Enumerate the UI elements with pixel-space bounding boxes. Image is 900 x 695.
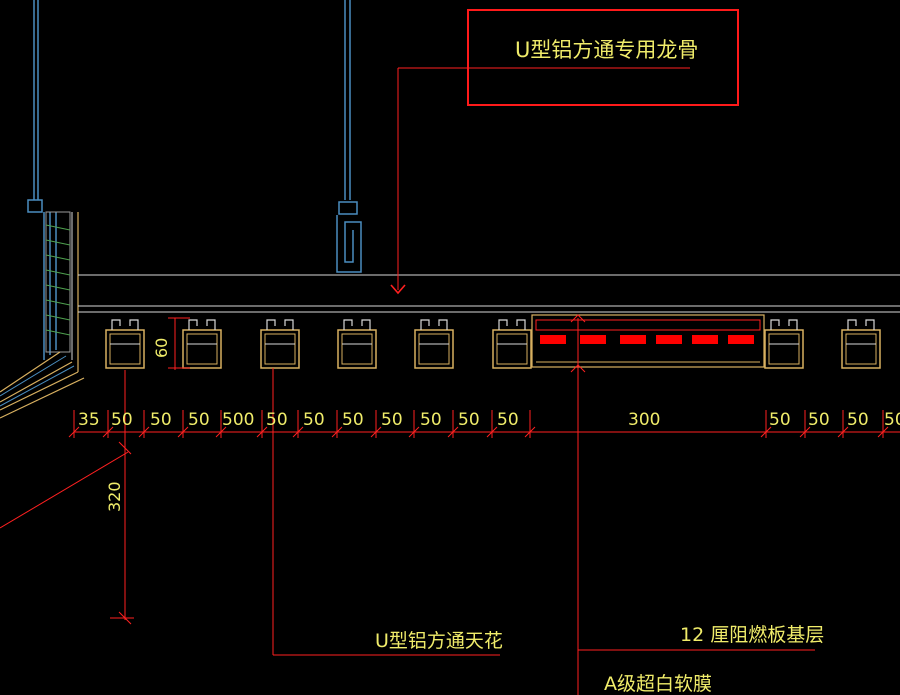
bottom-far-label: A级超白软膜 [604, 673, 712, 695]
wall-section [0, 211, 85, 419]
dim-label: 50 [303, 410, 325, 430]
dimension-lines [68, 317, 900, 625]
u-profile [182, 319, 222, 369]
dim-label: 35 [78, 410, 100, 430]
light-segment [692, 335, 718, 344]
dim-label: 50 [342, 410, 364, 430]
bottom-right-label: 12 厘阻燃板基层 [680, 624, 824, 646]
hanger-rods [27, 0, 362, 360]
horizontal-dimension-labels: 35 50 50 50 500 50 50 50 50 50 50 50 300 50 50 50 50 [78, 410, 900, 430]
dim-label: 50 [188, 410, 210, 430]
u-profile-row [105, 319, 881, 369]
dim-label: 500 [222, 410, 254, 430]
ceiling-structure-lines [78, 274, 900, 313]
dim-label: 50 [150, 410, 172, 430]
highlight-box [467, 9, 739, 106]
u-profile [841, 319, 881, 369]
light-segment [540, 335, 566, 344]
light-segment [728, 335, 754, 344]
light-segment [580, 335, 606, 344]
u-profile [105, 319, 145, 369]
dim-label: 50 [769, 410, 791, 430]
dim-label: 50 [884, 410, 900, 430]
u-profile [260, 319, 300, 369]
dim-label: 50 [111, 410, 133, 430]
top-callout-label: U型铝方通专用龙骨 [515, 38, 698, 62]
leader-lines [0, 67, 815, 695]
dim-label: 50 [847, 410, 869, 430]
u-profile [492, 319, 532, 369]
dim-320-label: 320 [105, 481, 124, 512]
dim-label: 50 [808, 410, 830, 430]
dim-label: 50 [266, 410, 288, 430]
dim-label: 50 [497, 410, 519, 430]
light-segment [656, 335, 682, 344]
u-profile [337, 319, 377, 369]
u-profile [414, 319, 454, 369]
dim-label: 50 [420, 410, 442, 430]
bottom-left-label: U型铝方通天花 [375, 630, 503, 652]
u-profile [764, 319, 804, 369]
dim-60-label: 60 [152, 338, 171, 358]
dim-label: 50 [381, 410, 403, 430]
light-segment [620, 335, 646, 344]
light-box [531, 314, 765, 368]
dim-label: 300 [628, 410, 660, 430]
dim-label: 50 [458, 410, 480, 430]
